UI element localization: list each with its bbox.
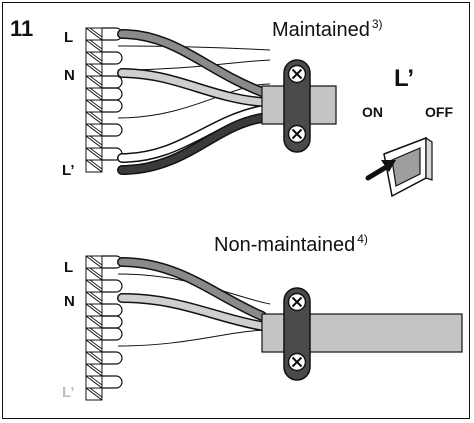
screw-icon (287, 292, 307, 312)
bottom-label-N: N (64, 293, 75, 310)
bottom-label-Lprime: L’ (62, 384, 75, 401)
top-label-Lprime: L’ (62, 162, 75, 179)
top-wires (117, 29, 267, 175)
top-cable-clamp (283, 59, 311, 153)
top-label-L: L (64, 29, 73, 46)
screw-icon (287, 124, 307, 144)
top-label-N: N (64, 67, 75, 84)
bottom-label-L: L (64, 259, 73, 276)
figure-number: 11 (10, 16, 33, 41)
bottom-terminal-strip (85, 255, 123, 401)
screw-icon (287, 352, 307, 372)
screw-icon (287, 64, 307, 84)
top-terminal-strip (85, 27, 123, 173)
bottom-cable-clamp (283, 287, 311, 381)
switch-on-label: ON (362, 104, 383, 120)
switch-label: L’ (394, 65, 414, 92)
switch-off-label: OFF (425, 104, 453, 120)
arrow-icon (365, 160, 396, 181)
rocker-switch-icon (383, 136, 433, 198)
bottom-wires (117, 257, 267, 331)
